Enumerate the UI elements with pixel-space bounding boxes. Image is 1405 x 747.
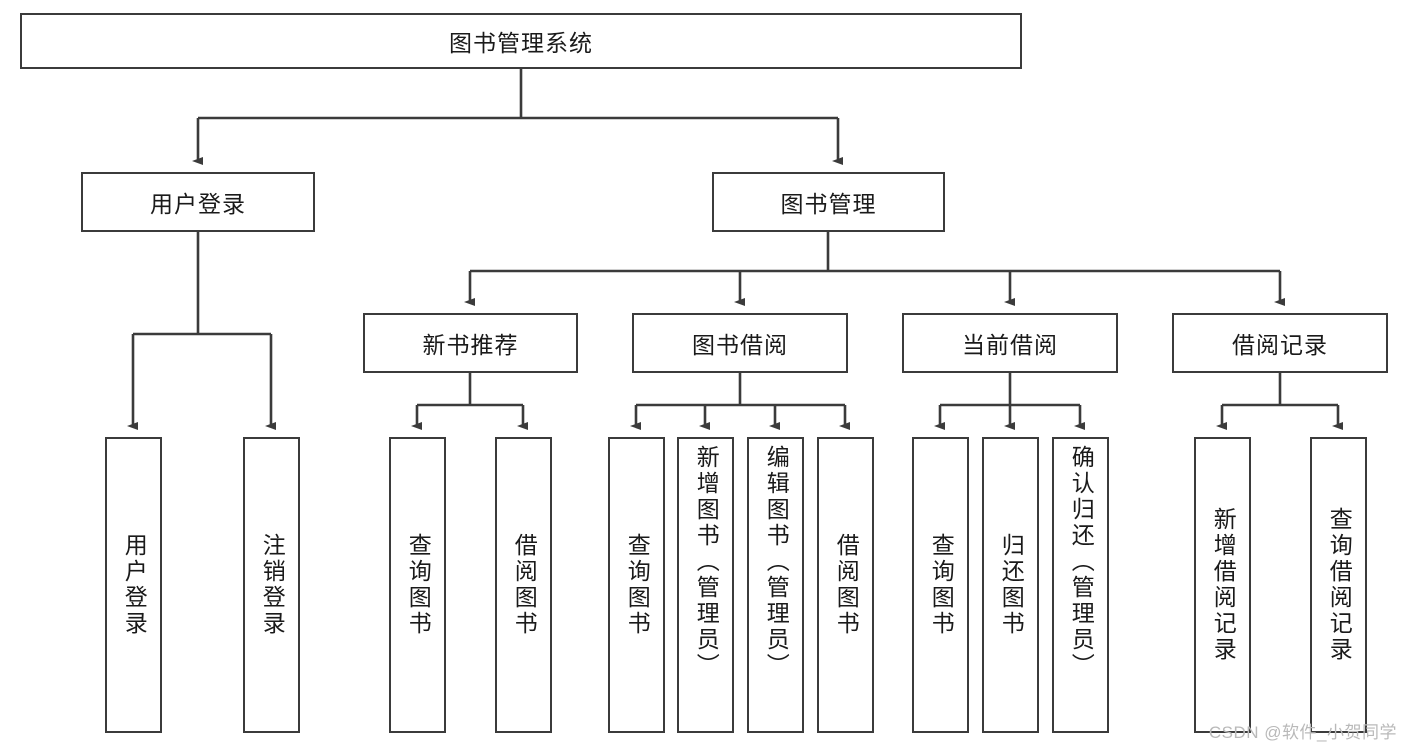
leaf-label: 归还图书 <box>998 533 1025 637</box>
leaf-label: 借阅图书 <box>511 533 538 637</box>
leaf-current-borrow-query[interactable]: 查询图书 <box>912 437 969 733</box>
node-root[interactable]: 图书管理系统 <box>20 13 1022 69</box>
leaf-label: 查询图书 <box>928 533 955 637</box>
leaf-label: 编辑图书（管理员） <box>763 445 790 679</box>
leaf-user-login-logout[interactable]: 注销登录 <box>243 437 300 733</box>
leaf-label: 新增图书（管理员） <box>693 445 720 679</box>
leaf-label: 借阅图书 <box>833 533 860 637</box>
node-current-borrow[interactable]: 当前借阅 <box>902 313 1118 373</box>
leaf-new-book-borrow[interactable]: 借阅图书 <box>495 437 552 733</box>
node-user-login[interactable]: 用户登录 <box>81 172 315 232</box>
leaf-borrow-record-add[interactable]: 新增借阅记录 <box>1194 437 1251 733</box>
leaf-book-borrow-add[interactable]: 新增图书（管理员） <box>677 437 734 733</box>
leaf-label: 查询借阅记录 <box>1326 507 1353 663</box>
watermark-text: CSDN @软件_小贺同学 <box>1208 723 1397 742</box>
leaf-book-borrow-query[interactable]: 查询图书 <box>608 437 665 733</box>
leaf-label: 注销登录 <box>259 533 286 637</box>
leaf-book-borrow-edit[interactable]: 编辑图书（管理员） <box>747 437 804 733</box>
node-borrow-record[interactable]: 借阅记录 <box>1172 313 1388 373</box>
leaf-current-borrow-return[interactable]: 归还图书 <box>982 437 1039 733</box>
leaf-book-borrow-borrow[interactable]: 借阅图书 <box>817 437 874 733</box>
leaf-label: 查询图书 <box>624 533 651 637</box>
leaf-borrow-record-query[interactable]: 查询借阅记录 <box>1310 437 1367 733</box>
leaf-new-book-query[interactable]: 查询图书 <box>389 437 446 733</box>
leaf-label: 查询图书 <box>405 533 432 637</box>
node-book-borrow[interactable]: 图书借阅 <box>632 313 848 373</box>
leaf-current-borrow-confirm[interactable]: 确认归还（管理员） <box>1052 437 1109 733</box>
leaf-label: 新增借阅记录 <box>1210 507 1237 663</box>
leaf-label: 用户登录 <box>121 533 148 637</box>
leaf-label: 确认归还（管理员） <box>1068 445 1095 679</box>
node-book-management[interactable]: 图书管理 <box>712 172 945 232</box>
node-new-book-recommend[interactable]: 新书推荐 <box>363 313 578 373</box>
leaf-user-login-login[interactable]: 用户登录 <box>105 437 162 733</box>
